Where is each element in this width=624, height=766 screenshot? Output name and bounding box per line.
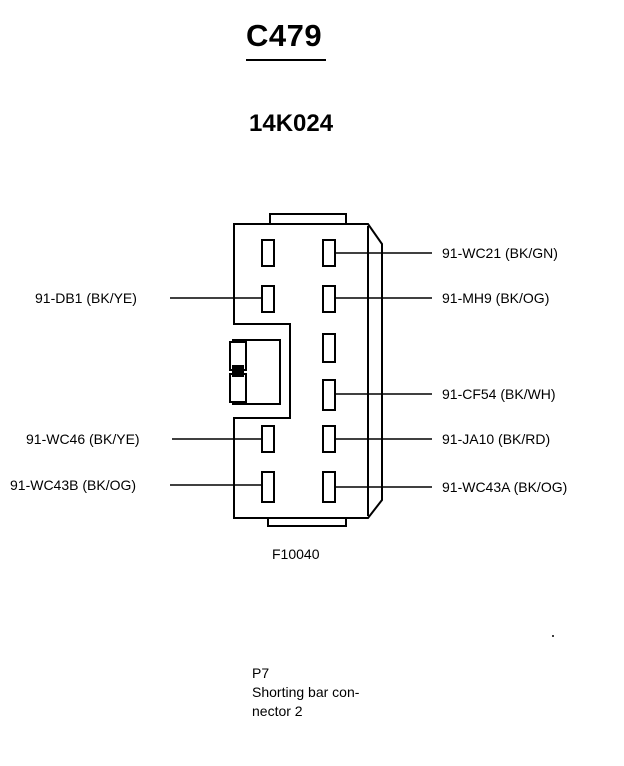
pin-cavity: [261, 285, 275, 313]
pin-cavity: [322, 379, 336, 411]
wire-label-91-wc21: 91-WC21 (BK/GN): [442, 245, 558, 261]
connector-title: C479: [246, 18, 323, 53]
figure-id: F10040: [272, 546, 320, 562]
wire-label-91-wc43a: 91-WC43A (BK/OG): [442, 479, 568, 495]
wire-label-91-cf54: 91-CF54 (BK/WH): [442, 386, 556, 402]
latch-fill: [232, 365, 244, 377]
pin-cavity: [322, 425, 336, 453]
pin-cavity: [322, 471, 336, 503]
pin-cavity: [261, 239, 275, 267]
part-number: 14K024: [249, 110, 334, 137]
pin-cavity: [322, 333, 336, 363]
pin-cavity: [322, 239, 336, 267]
wire-label-91-wc46: 91-WC46 (BK/YE): [26, 431, 140, 447]
wire-label-91-wc43b: 91-WC43B (BK/OG): [10, 477, 137, 493]
connector-bottom-tab: [267, 518, 347, 527]
note-pin: P7: [252, 665, 270, 681]
wire-label-91-ja10: 91-JA10 (BK/RD): [442, 431, 551, 447]
pin-cavity: [322, 285, 336, 313]
pin-cavity: [261, 471, 275, 503]
latch-block-bottom: [229, 373, 247, 403]
pin-cavity: [261, 425, 275, 453]
wire-label-91-mh9: 91-MH9 (BK/OG): [442, 290, 550, 306]
note-line-1: Shorting bar con-: [252, 684, 360, 700]
wire-label-91-db1: 91-DB1 (BK/YE): [35, 290, 137, 306]
note-line-2: nector 2: [252, 703, 303, 719]
scan-speck: [552, 635, 554, 637]
connector-body: [233, 223, 383, 519]
connector-top-tab: [269, 213, 347, 224]
connector-latch: [232, 339, 281, 405]
connector-note: P7 Shorting bar con- nector 2: [252, 664, 359, 721]
title-underline: [246, 59, 326, 61]
